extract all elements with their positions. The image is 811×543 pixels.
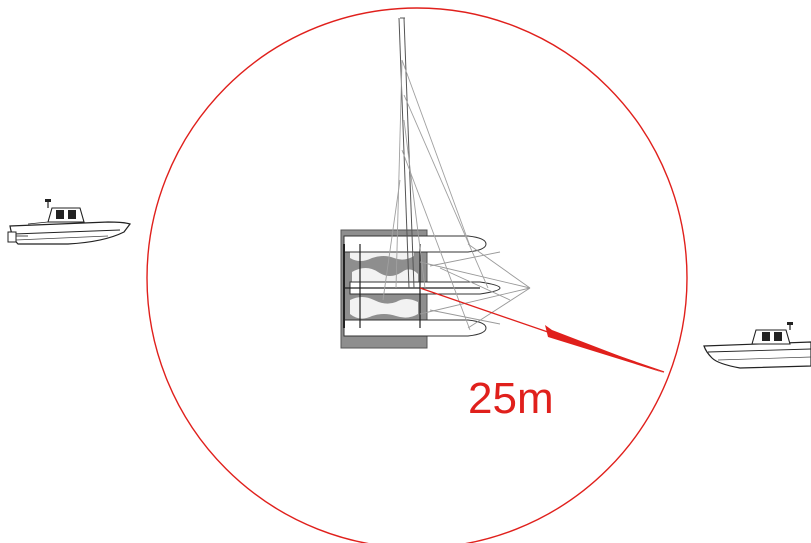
safety-zone-circle bbox=[146, 7, 688, 543]
radius-arrow bbox=[419, 287, 665, 373]
right-motorboat-icon bbox=[703, 322, 811, 369]
catamaran-icon bbox=[340, 17, 531, 349]
left-motorboat-icon bbox=[7, 199, 131, 245]
radius-label: 25m bbox=[468, 374, 554, 423]
